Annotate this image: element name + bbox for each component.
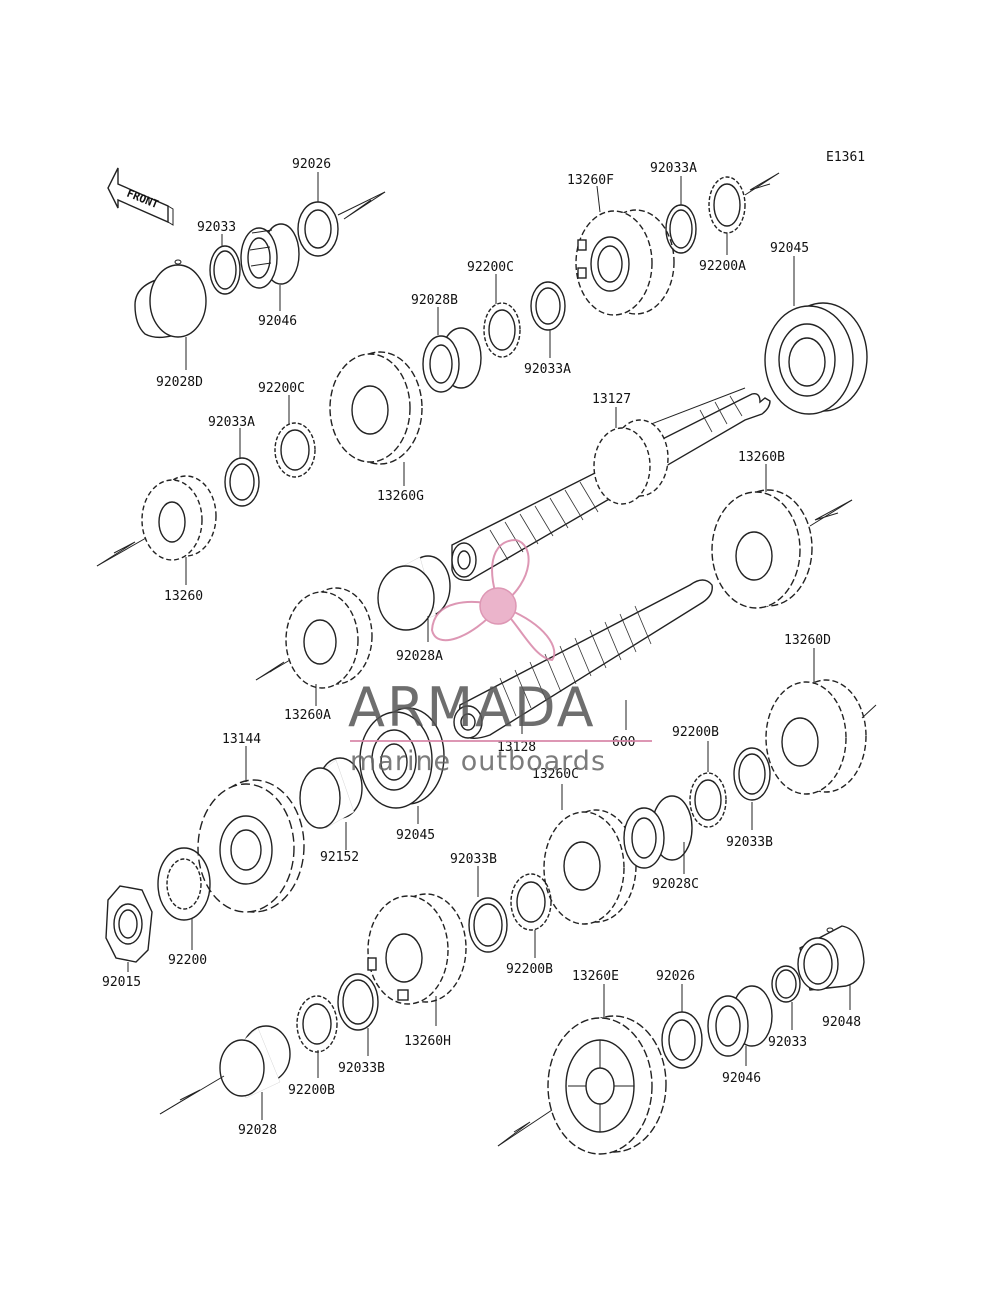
label-13260: 13260 [164, 589, 203, 604]
label-13127: 13127 [592, 392, 631, 407]
label-13260C: 13260C [532, 767, 579, 782]
label-92033-bottom: 92033 [768, 1035, 807, 1050]
gear-13260B [711, 464, 853, 609]
bearing-92028B [422, 307, 482, 393]
label-92028A: 92028A [396, 649, 443, 664]
bearing-92028C [623, 795, 693, 874]
gear-13260 [96, 475, 217, 585]
washer-92200C-mid [483, 274, 521, 358]
label-92028C: 92028C [652, 877, 699, 892]
watermark: ARMADA marine outboards [348, 538, 652, 777]
circlip-92033-top [209, 234, 241, 295]
washer-92200 [157, 847, 211, 950]
collar-92028 [159, 1025, 291, 1120]
bearing-92045-top [764, 256, 868, 415]
bearing-92046-bottom [707, 985, 773, 1066]
watermark-tagline: marine outboards [350, 746, 606, 777]
gear-13260F [575, 185, 675, 316]
label-13260A: 13260A [284, 708, 331, 723]
washer-92200A [708, 172, 780, 255]
label-92200A: 92200A [699, 259, 746, 274]
label-92200B-right: 92200B [672, 725, 719, 740]
label-92033B-right: 92033B [726, 835, 773, 850]
circlip-92033A-left [224, 428, 260, 507]
washer-92026-bottom [661, 984, 703, 1069]
label-92045-top: 92045 [770, 241, 809, 256]
circlip-92033A-top [665, 176, 697, 254]
label-92033B-mid: 92033B [450, 852, 497, 867]
circlip-92033B-right [733, 747, 771, 830]
collar-92152 [299, 757, 363, 850]
washer-92200B-mid [510, 873, 552, 958]
gear-13260H [367, 893, 467, 1026]
label-13128: 13128 [497, 740, 536, 755]
watermark-brand: ARMADA [348, 676, 596, 739]
collar-92028D [134, 259, 207, 370]
collar-92028A [377, 555, 451, 642]
label-13260H: 13260H [404, 1034, 451, 1049]
label-92045-mid: 92045 [396, 828, 435, 843]
gear-13260A [255, 587, 373, 706]
gear-13260G [329, 351, 423, 486]
label-92033A-left: 92033A [208, 415, 255, 430]
front-arrow-icon: FRONT [107, 167, 174, 226]
shaft-13128-splines [499, 605, 652, 717]
washer-92200B-low [296, 995, 338, 1078]
washer-92200B-right [689, 741, 727, 828]
label-92026-top: 92026 [292, 157, 331, 172]
shaft-13127 [451, 387, 771, 581]
label-92200C-mid: 92200C [467, 260, 514, 275]
label-13260D: 13260D [784, 633, 831, 648]
circlip-92033A-mid [530, 281, 566, 358]
circlip-92033-bottom [771, 965, 801, 1030]
label-13260E: 13260E [572, 969, 619, 984]
label-92152: 92152 [320, 850, 359, 865]
label-92028D: 92028D [156, 375, 203, 390]
label-13260G: 13260G [377, 489, 424, 504]
bearing-92046-top [240, 223, 300, 311]
label-600: 600 [612, 735, 635, 750]
shaft-13128 [453, 579, 713, 739]
gear-13260D [765, 648, 877, 795]
circlip-92033B-low [337, 973, 379, 1056]
label-92033A-mid: 92033A [524, 362, 571, 377]
collar-92048 [797, 925, 865, 1010]
label-92200C-left: 92200C [258, 381, 305, 396]
circlip-92033B-mid [468, 866, 508, 953]
propeller-logo-icon [430, 538, 556, 662]
label-92200B-low: 92200B [288, 1083, 335, 1098]
label-92028: 92028 [238, 1123, 277, 1138]
label-92046-top: 92046 [258, 314, 297, 329]
gear-13260E [497, 984, 667, 1155]
gear-13260C [543, 784, 637, 925]
sprocket-13144 [197, 746, 305, 913]
label-13260F: 13260F [567, 173, 614, 188]
nut-92015 [105, 885, 153, 972]
label-13144: 13144 [222, 732, 261, 747]
washer-92200C-left [274, 395, 316, 478]
shaft-13127-splines [489, 395, 743, 561]
bearing-92045-mid [359, 707, 445, 824]
label-92015: 92015 [102, 975, 141, 990]
washer-92026-top [297, 172, 386, 257]
label-92200: 92200 [168, 953, 207, 968]
label-92033-top: 92033 [197, 220, 236, 235]
label-92048: 92048 [822, 1015, 861, 1030]
label-92026-bottom: 92026 [656, 969, 695, 984]
label-13260B: 13260B [738, 450, 785, 465]
diagram-id: E1361 [826, 150, 865, 165]
label-92028B: 92028B [411, 293, 458, 308]
label-92046-bottom: 92046 [722, 1071, 761, 1086]
label-92200B-mid: 92200B [506, 962, 553, 977]
label-92033A-top: 92033A [650, 161, 697, 176]
label-92033B-low: 92033B [338, 1061, 385, 1076]
